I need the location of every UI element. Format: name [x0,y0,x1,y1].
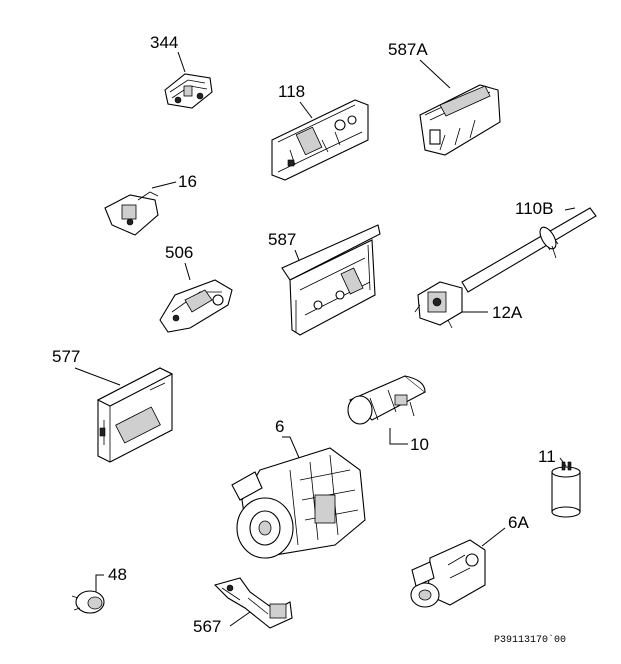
label-110B: 110B [515,199,553,218]
part-110B[interactable]: 110B [461,199,597,293]
label-344: 344 [150,33,178,52]
part-506-drawing [159,279,233,333]
part-48-drawing [71,590,105,614]
part-6A-drawing [410,539,486,608]
label-587A: 587A [388,40,428,59]
part-10[interactable]: 10 [347,375,429,454]
part-48[interactable]: 48 [71,565,127,614]
part-16-drawing [104,191,159,236]
part-567[interactable]: 567 [193,577,293,636]
part-587A-drawing [419,84,501,156]
reference-code: P39113170`00 [494,633,566,646]
label-6A: 6A [508,513,529,532]
label-577: 577 [52,347,80,366]
part-10-drawing [347,375,426,425]
label-506: 506 [165,243,193,262]
part-118-drawing [271,99,369,181]
part-118[interactable]: 118 [271,82,369,181]
label-11: 11 [538,447,556,466]
label-48: 48 [108,565,127,584]
part-577[interactable]: 577 [52,347,174,463]
part-6[interactable]: 6 [231,417,366,559]
label-567: 567 [193,617,221,636]
label-16: 16 [178,172,197,191]
part-344[interactable]: 344 [150,33,213,109]
label-587: 587 [268,230,296,249]
part-506[interactable]: 506 [159,243,233,333]
label-118: 118 [278,82,305,101]
label-12A: 12A [492,303,523,322]
part-587[interactable]: 587 [268,224,381,336]
part-577-drawing [96,367,174,463]
part-344-drawing [164,73,213,109]
part-11-drawing [551,461,581,518]
part-587A[interactable]: 587A [388,40,501,156]
part-12A-drawing [414,281,463,329]
part-567-drawing [213,577,293,629]
label-10: 10 [410,435,429,454]
part-12A[interactable]: 12A [414,281,523,329]
part-6A[interactable]: 6A [410,513,529,608]
part-16[interactable]: 16 [104,172,197,236]
label-6: 6 [275,417,284,436]
part-6-drawing [231,447,366,559]
part-110B-drawing [461,207,597,293]
part-587-drawing [281,224,381,336]
part-11[interactable]: 11 [538,447,581,518]
